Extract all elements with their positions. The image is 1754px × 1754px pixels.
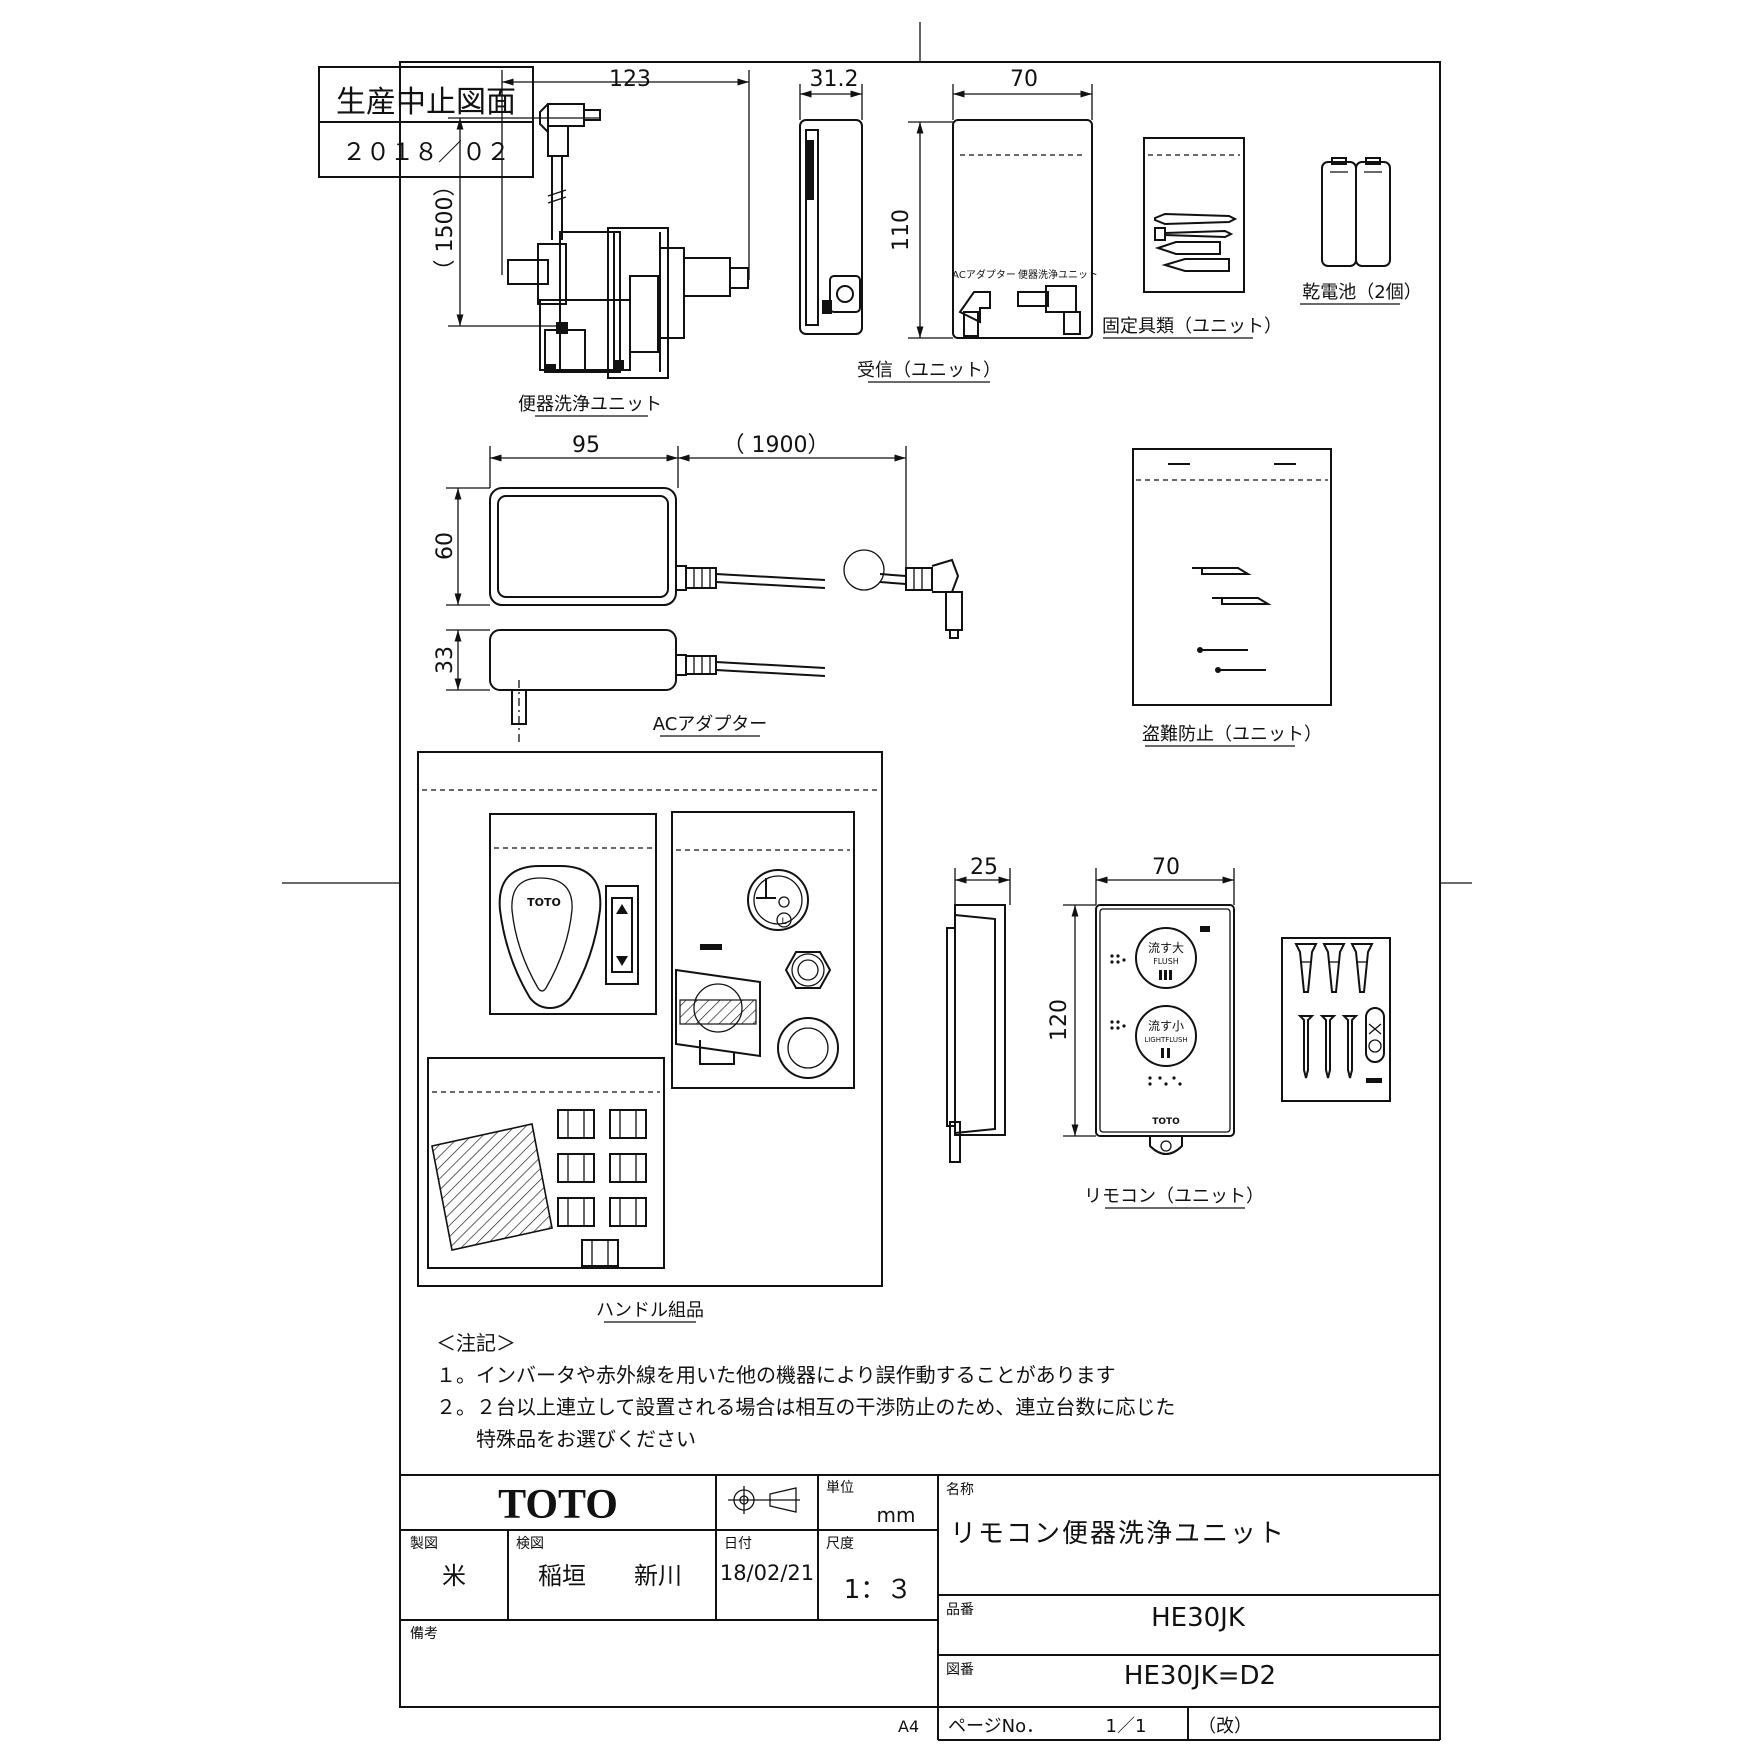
part-no-value: HE30JK: [1151, 1603, 1246, 1633]
batteries-drawing: 乾電池（2個）: [1300, 157, 1422, 305]
notes: ＜注記＞ １。インバータや赤外線を用いた他の機器により誤作動することがあります …: [436, 1331, 1175, 1451]
adapter-depth-dim: 33: [433, 646, 458, 674]
remote-big-sub: FLUSH: [1153, 957, 1179, 966]
remote-depth-dim: 25: [970, 855, 998, 880]
revision-label: （改）: [1198, 1716, 1252, 1737]
scale-label: 尺度: [826, 1536, 854, 1552]
date-value: 18/02/21: [720, 1561, 814, 1585]
checked-value-1: 稲垣: [538, 1562, 586, 1590]
bag-label-ac: ACアダプター: [952, 268, 1016, 281]
receiver-side-drawing: 31.2: [799, 67, 863, 335]
checked-value-2: 新川: [634, 1562, 682, 1590]
drawn-label: 製図: [410, 1536, 438, 1552]
stamp-date: ２０１８／０２: [342, 138, 510, 166]
handle-brand: TOTO: [527, 896, 561, 909]
remote-small-sub: LIGHTFLUSH: [1144, 1036, 1187, 1044]
remote-label: リモコン（ユニット）: [1084, 1186, 1264, 1207]
handle-set-drawing: TOTO L: [417, 751, 883, 1323]
remote-width-dim: 70: [1152, 855, 1180, 880]
note-3: 特殊品をお選びください: [476, 1427, 696, 1451]
adapter-height-dim: 60: [433, 532, 458, 560]
plate-clips: [557, 1109, 647, 1267]
receiver-height-dim: 110: [889, 209, 914, 251]
note-2: ２。２台以上連立して設置される場合は相互の干渉防止のため、連立台数に応じた: [436, 1395, 1175, 1419]
batteries-label: 乾電池（2個）: [1302, 282, 1421, 303]
receiver-label: 受信（ユニット）: [857, 360, 1001, 381]
product-name: リモコン便器洗浄ユニット: [950, 1519, 1286, 1549]
flush-unit-drawing: 123 （ 1500） 便器洗浄ユニット: [433, 67, 750, 417]
scale-value: 1：３: [844, 1575, 913, 1605]
part-no-label: 品番: [946, 1602, 974, 1618]
unit-value: mm: [877, 1503, 916, 1527]
notes-heading: ＜注記＞: [436, 1331, 516, 1355]
paper-size: A4: [898, 1717, 919, 1736]
flush-unit-width-dim: 123: [609, 67, 651, 92]
page-value: 1／1: [1106, 1716, 1147, 1737]
projection-symbol-icon: [728, 1486, 800, 1514]
fixings-drawing: 固定具類（ユニット）: [1102, 137, 1282, 339]
remote-brand: TOTO: [1152, 1117, 1180, 1127]
handle-set-label: ハンドル組品: [596, 1300, 704, 1321]
drawing-no-label: 図番: [946, 1662, 974, 1678]
remote-drawing: 25 70 120 流す大 FLUSH 流す小 LIGHTFLUSH: [946, 855, 1264, 1209]
checked-label: 検図: [516, 1536, 544, 1552]
centering-marks: [282, 22, 1472, 884]
ac-adapter-label: ACアダプター: [653, 714, 768, 735]
flush-unit-label: 便器洗浄ユニット: [518, 394, 662, 415]
ac-adapter-drawing: 95 （ 1900） 60 33: [433, 433, 963, 745]
bag-label-flush: 便器洗浄ユニット: [1018, 268, 1098, 281]
drawing-no-value: HE30JK=D2: [1124, 1661, 1276, 1691]
stamp-title: 生産中止図面: [336, 85, 516, 120]
date-label: 日付: [724, 1536, 752, 1552]
name-label: 名称: [946, 1482, 974, 1498]
fixings-label: 固定具類（ユニット）: [1102, 316, 1282, 337]
adapter-width-dim: 95: [572, 433, 600, 458]
discontinued-stamp: 生産中止図面 ２０１８／０２: [318, 66, 534, 178]
unit-label: 単位: [826, 1480, 854, 1496]
flush-unit-cable-dim: （ 1500）: [433, 175, 458, 282]
drawn-value: 米: [442, 1562, 466, 1590]
receiver-depth-dim: 31.2: [810, 67, 859, 92]
sheet-border: [399, 61, 1441, 1708]
adapter-cable-dim: （ 1900）: [723, 433, 830, 458]
page-label: ページNo．: [948, 1716, 1044, 1737]
note-1: １。インバータや赤外線を用いた他の機器により誤作動することがあります: [436, 1363, 1116, 1387]
remote-big-label: 流す大: [1148, 941, 1184, 955]
remarks-label: 備考: [410, 1626, 438, 1642]
svg-text:L: L: [781, 917, 786, 927]
remote-small-label: 流す小: [1148, 1019, 1184, 1033]
anti-theft-drawing: 盗難防止（ユニット）: [1132, 448, 1332, 747]
remote-fixings-drawing: [1281, 937, 1391, 1102]
receiver-width-dim: 70: [1010, 67, 1038, 92]
title-block: TOTO 単位 mm 名称 リモコン便器洗浄ユニット 製図 米 検図 稲垣 新川…: [400, 1474, 1441, 1741]
title-block-brand: TOTO: [498, 1482, 618, 1528]
remote-height-dim: 120: [1047, 999, 1072, 1041]
anti-theft-label: 盗難防止（ユニット）: [1142, 724, 1322, 745]
receiver-front-drawing: 70 110 ACアダプター 便器洗浄ユニット 受信（ユニット）: [857, 67, 1098, 383]
